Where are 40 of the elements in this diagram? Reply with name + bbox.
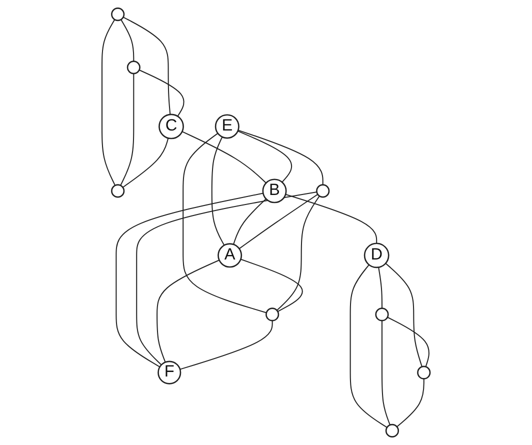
node-circle: B bbox=[262, 178, 287, 204]
connector bbox=[101, 19, 116, 186]
node-circle bbox=[385, 424, 399, 438]
connector bbox=[396, 378, 424, 428]
connector bbox=[139, 70, 184, 117]
connector bbox=[238, 130, 292, 183]
connector bbox=[123, 16, 171, 115]
connector bbox=[182, 132, 267, 314]
node-circle: A bbox=[218, 243, 242, 268]
node-circle bbox=[375, 308, 389, 322]
node-circle bbox=[316, 184, 330, 198]
node-circle: F bbox=[158, 360, 182, 384]
connector bbox=[350, 264, 388, 428]
node-circle bbox=[111, 8, 125, 22]
connector bbox=[136, 191, 317, 366]
node-circle bbox=[126, 60, 140, 74]
connector bbox=[180, 320, 273, 370]
connector bbox=[381, 320, 390, 426]
connector bbox=[120, 19, 134, 62]
connector bbox=[285, 194, 378, 244]
connector bbox=[387, 316, 430, 367]
connector bbox=[238, 130, 324, 185]
connector bbox=[240, 258, 303, 312]
connector bbox=[233, 198, 266, 245]
connector bbox=[122, 138, 169, 188]
node-circle bbox=[111, 184, 125, 198]
node-circle: C bbox=[158, 114, 184, 140]
connector bbox=[120, 74, 134, 186]
node-circle: E bbox=[214, 114, 240, 139]
connector bbox=[156, 260, 220, 362]
connector bbox=[276, 196, 320, 311]
node-circle: D bbox=[364, 242, 390, 268]
connector bbox=[378, 267, 382, 308]
connector bbox=[211, 136, 225, 246]
connector bbox=[385, 262, 422, 367]
connector bbox=[238, 194, 318, 250]
node-circle bbox=[266, 308, 280, 322]
node-circle bbox=[417, 366, 431, 380]
connector bbox=[182, 131, 266, 184]
connector bbox=[116, 192, 264, 368]
